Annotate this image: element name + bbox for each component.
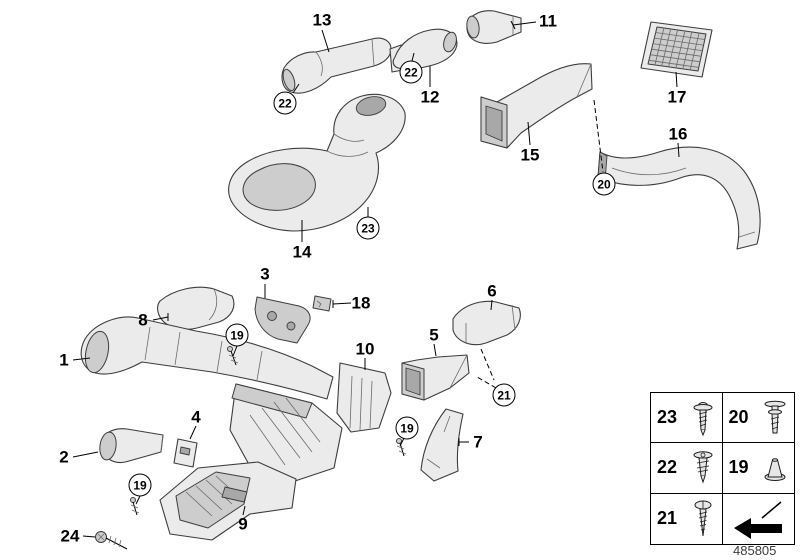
push-nut-icon <box>764 458 786 481</box>
legend-cell-22[interactable]: 22 <box>651 443 723 494</box>
part-label-6[interactable]: 6 <box>487 281 497 301</box>
fastener-pin-drawings <box>130 346 407 516</box>
callout-22-left[interactable]: 22 <box>273 91 297 115</box>
part-13-drawing <box>281 37 392 94</box>
part-1-drawing <box>80 316 334 400</box>
callout-23[interactable]: 23 <box>356 216 380 240</box>
part-18-drawing <box>312 295 332 312</box>
part-label-7[interactable]: 7 <box>473 432 483 452</box>
center-floor-duct-drawing <box>229 383 343 483</box>
part-14-drawing <box>228 93 406 232</box>
legend-cell-23[interactable]: 23 <box>651 393 723 444</box>
part-10-drawing <box>336 362 392 433</box>
part-label-11[interactable]: 11 <box>539 11 557 31</box>
legend-cell-21[interactable]: 21 <box>651 493 723 544</box>
part-label-12[interactable]: 12 <box>420 87 440 107</box>
part-label-3[interactable]: 3 <box>260 264 270 284</box>
callout-21[interactable]: 21 <box>492 383 516 407</box>
direction-arrow-icon <box>734 501 783 539</box>
part-label-10[interactable]: 10 <box>355 339 375 359</box>
part-2-drawing <box>99 428 164 464</box>
callout-22-middle[interactable]: 22 <box>399 60 423 84</box>
part-label-16[interactable]: 16 <box>668 124 688 144</box>
part-8-drawing <box>157 286 235 330</box>
part-15-drawing <box>480 63 593 149</box>
part-12-drawing <box>389 28 458 73</box>
tapping-screw-icon <box>694 500 711 536</box>
part-label-5[interactable]: 5 <box>429 325 439 345</box>
part-label-18[interactable]: 18 <box>351 293 371 313</box>
part-11-drawing <box>466 10 522 44</box>
callout-19-middle[interactable]: 19 <box>395 416 419 440</box>
legend-cell-direction[interactable] <box>723 494 795 544</box>
part-17-grille-drawing <box>640 21 713 78</box>
legend-number-22: 22 <box>657 457 678 478</box>
legend-number-23: 23 <box>657 407 678 428</box>
part-label-24[interactable]: 24 <box>60 526 80 546</box>
legend-cell-19[interactable]: 19 <box>722 443 794 494</box>
part-6-drawing <box>452 300 521 346</box>
callout-19-bottom[interactable]: 19 <box>128 473 152 497</box>
part-label-17[interactable]: 17 <box>667 87 687 107</box>
part-label-13[interactable]: 13 <box>312 10 332 30</box>
part-label-2[interactable]: 2 <box>59 447 69 467</box>
part-24-screw-drawing <box>95 531 128 550</box>
part-label-15[interactable]: 15 <box>520 145 540 165</box>
legend-number-19: 19 <box>728 457 749 478</box>
part-label-4[interactable]: 4 <box>191 407 201 427</box>
part-9-drawing <box>159 461 297 541</box>
part-label-14[interactable]: 14 <box>292 242 312 262</box>
fastener-legend: 23 20 22 <box>650 392 795 545</box>
torx-screw-icon <box>693 401 712 437</box>
part-5-drawing <box>401 354 470 401</box>
expansion-rivet-icon <box>693 451 712 484</box>
legend-number-21: 21 <box>657 508 678 529</box>
diagram-number: 485805 <box>733 543 777 558</box>
legend-number-20: 20 <box>728 407 749 428</box>
part-16-drawing <box>597 146 761 250</box>
part-label-1[interactable]: 1 <box>59 350 69 370</box>
legend-cell-20[interactable]: 20 <box>722 393 794 444</box>
part-3-drawing <box>254 296 311 344</box>
part-label-8[interactable]: 8 <box>138 310 148 330</box>
callout-19-top[interactable]: 19 <box>225 323 249 347</box>
part-label-9[interactable]: 9 <box>238 514 248 534</box>
part-7-drawing <box>420 408 464 482</box>
plastic-rivet-icon <box>764 400 786 434</box>
callout-20[interactable]: 20 <box>592 172 616 196</box>
part-4-drawing <box>173 438 198 468</box>
leader-lines <box>72 20 680 538</box>
